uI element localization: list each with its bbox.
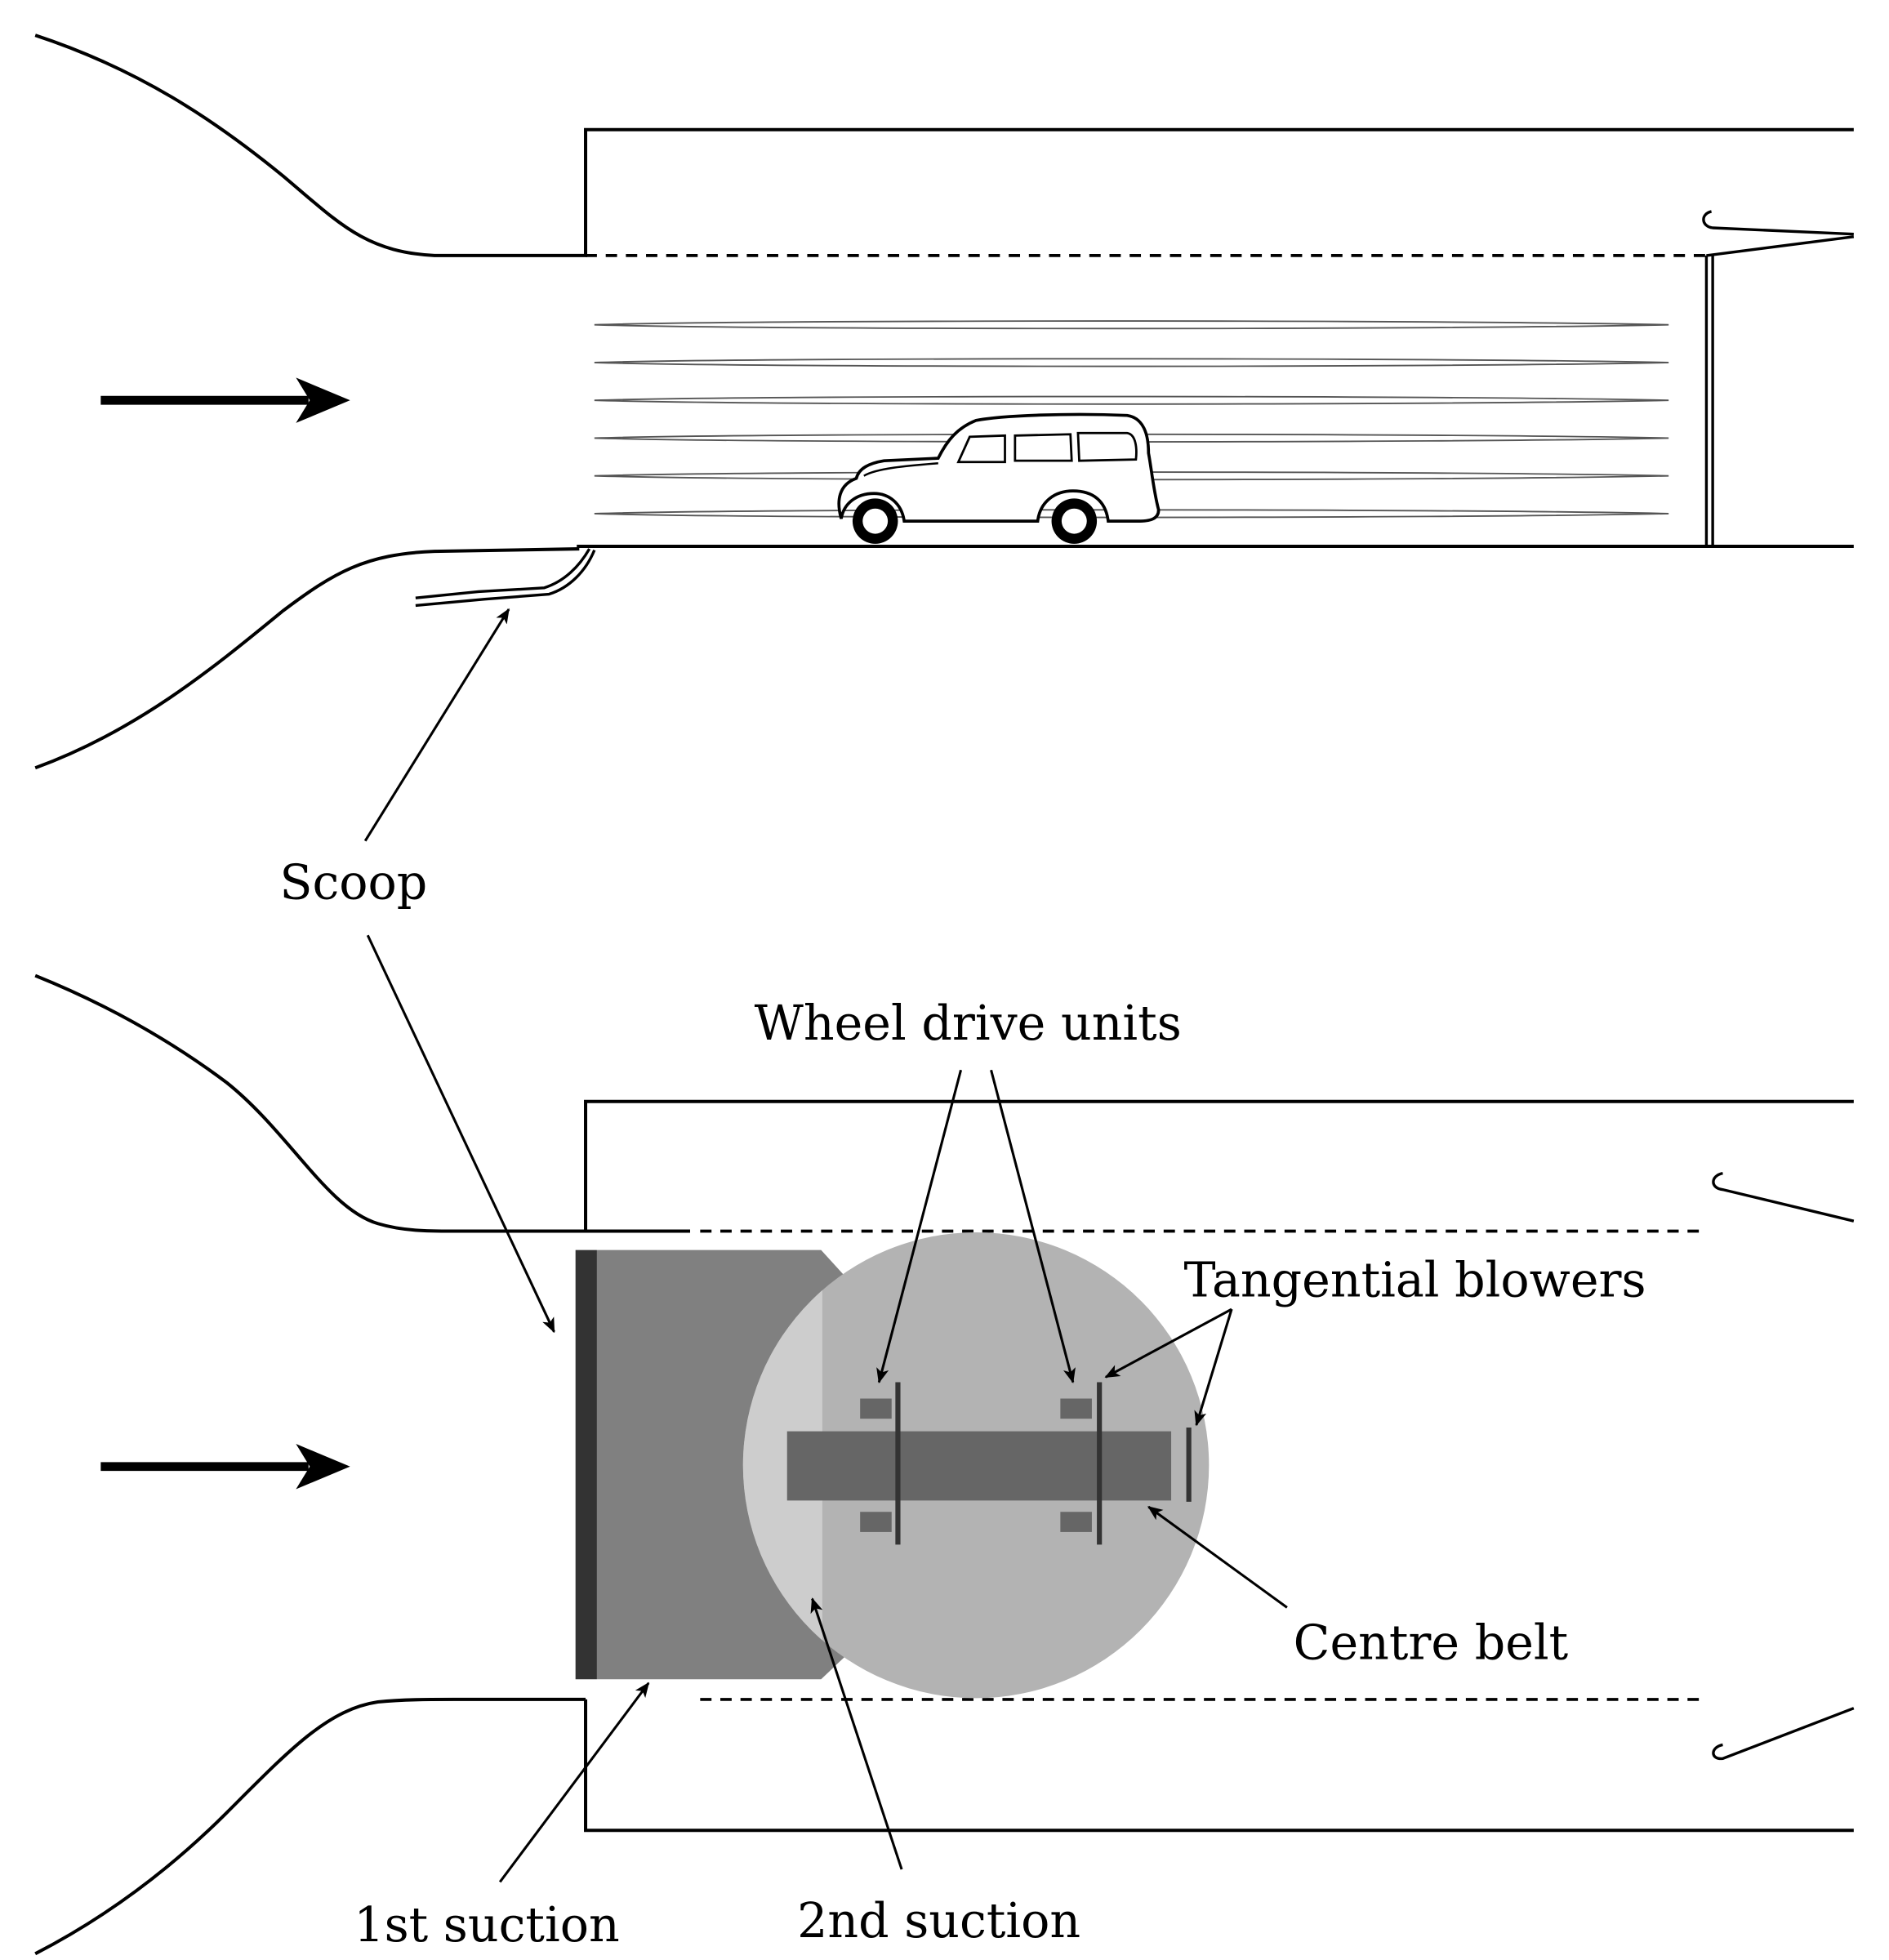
wheel-drive-unit-front-upper [860,1398,892,1419]
label-scoop: Scoop [279,855,427,911]
wheel-drive-unit-front-lower [860,1512,892,1532]
side-flow-direction-arrow [100,377,350,423]
plan-collector-lower [1712,1707,1855,1761]
streamline-3 [594,395,1669,405]
streamline-1 [594,320,1669,330]
wheel-drive-pointer-rear [990,1069,1076,1383]
side-view [34,33,1855,770]
label-2nd-suction: 2nd suction [797,1893,1080,1949]
label-wheel-drive-units: Wheel drive units [755,996,1182,1051]
tangential-blowers-pointer-aft [1194,1308,1233,1427]
centre-belt-pointer [1147,1505,1288,1609]
car-model [837,412,1161,544]
centre-belt [786,1431,1172,1501]
label-1st-suction: 1st suction [354,1897,619,1953]
second-suction-pointer [810,1597,903,1870]
side-nozzle-upper-contour [34,33,1854,257]
wheel-drive-pointer-front [876,1069,963,1383]
plan-collector-upper [1712,1171,1855,1223]
plan-nozzle-lower-contour [34,1697,586,1956]
scoop-pointer-plan [366,934,555,1334]
first-suction-strip [575,1250,597,1680]
side-collector [1702,210,1855,546]
wheel-drive-unit-rear-upper [1060,1398,1092,1419]
plan-test-section-top-wall [584,1099,1854,1232]
second-suction-zone [742,1290,822,1641]
scoop-pointer-side [363,608,510,842]
plan-flow-direction-arrow [100,1444,350,1490]
side-nozzle-lower-contour [34,547,580,770]
side-scoop [415,548,596,608]
plan-test-section-bottom-wall [584,1699,1854,1833]
plan-view [34,973,1855,1956]
streamline-2 [594,358,1669,368]
tangential-blowers-pointer-rear [1104,1307,1232,1379]
leader-lines [363,608,1288,1883]
label-tangential-blowers: Tangential blowers [1183,1253,1646,1308]
label-centre-belt: Centre belt [1294,1615,1569,1671]
wheel-drive-unit-rear-lower [1060,1512,1092,1532]
plan-nozzle-upper-contour [34,973,691,1233]
first-suction-pointer [498,1682,650,1883]
